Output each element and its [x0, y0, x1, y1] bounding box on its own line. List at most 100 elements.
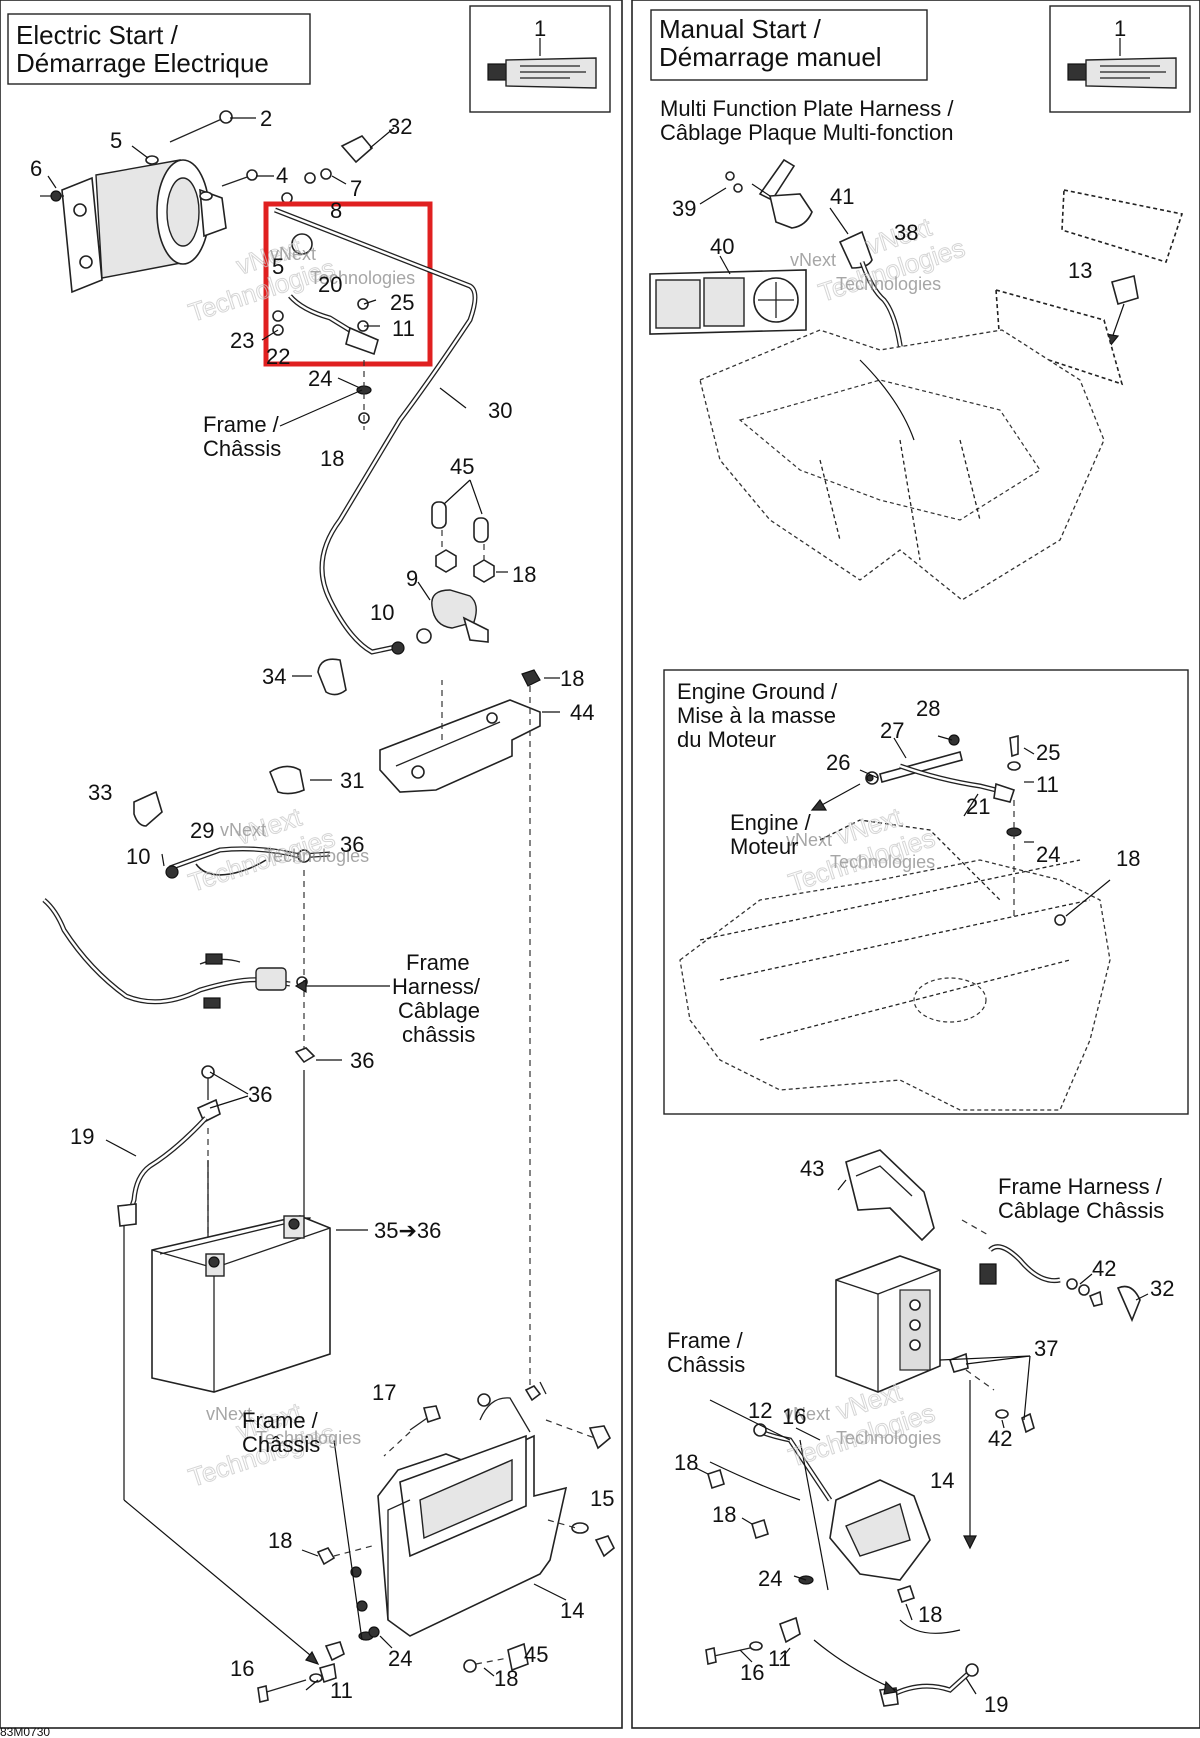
callout: 18: [918, 1602, 942, 1627]
terminal-boot-34: [317, 658, 347, 696]
frame-harness: [42, 870, 311, 1232]
callout: 25: [390, 290, 414, 315]
frame-harness-label: Câblage: [398, 998, 480, 1023]
callout: 32: [1150, 1276, 1174, 1301]
callout: 16: [782, 1404, 806, 1429]
right-panel-frame: [631, 0, 1200, 1729]
callout: 42: [1092, 1256, 1116, 1281]
callout: 31: [340, 768, 364, 793]
battery-strap-43: [845, 1149, 935, 1242]
frame-harness-rs-label: Frame Harness /: [998, 1174, 1163, 1199]
callout: 7: [350, 176, 362, 201]
frame-harness-label: Harness/: [392, 974, 481, 999]
callout: 25: [1036, 740, 1060, 765]
right-panel-title: Manual Start / Démarrage manuel: [650, 9, 928, 81]
callout: 14: [930, 1468, 954, 1493]
frame-harness-rs: [961, 1219, 1141, 1323]
callout: 27: [880, 718, 904, 743]
callout: 19: [70, 1124, 94, 1149]
callout: 36: [248, 1082, 272, 1107]
callout: 41: [830, 184, 854, 209]
callout: 29: [190, 818, 214, 843]
watermark-text: vNext: [784, 1404, 830, 1424]
engine-ground-label: Mise à la masse: [677, 703, 836, 728]
callout: 18: [512, 562, 536, 587]
callout: 16: [740, 1660, 764, 1685]
callout: 32: [388, 114, 412, 139]
callout: 30: [488, 398, 512, 423]
right-title-line1: Manual Start /: [659, 14, 822, 44]
right-annotations: Multi Function Plate Harness / Câblage P…: [660, 96, 1164, 1377]
terminal-boot-33: [133, 790, 163, 827]
mfp-harness-label: Multi Function Plate Harness /: [660, 96, 954, 121]
callout: 11: [768, 1646, 791, 1671]
callout: 18: [1116, 846, 1140, 871]
engine-ground-label: Engine Ground /: [677, 679, 838, 704]
frame-harness-label: Frame: [406, 950, 470, 975]
battery-cable-19: [117, 1065, 221, 1260]
vehicle-frame-top: [699, 189, 1184, 601]
right-callouts: 39 41 38 40 13 28 27 25 26 11 21 24 18 4…: [672, 184, 1174, 1717]
callout: 11: [392, 316, 415, 341]
right-title-line2: Démarrage manuel: [659, 42, 882, 72]
callout: 35➔36: [374, 1218, 441, 1243]
battery-tray-14: [377, 1381, 611, 1637]
battery-35: [151, 1215, 331, 1393]
engine-label: Moteur: [730, 834, 798, 859]
watermark-text: Technologies: [256, 1428, 361, 1448]
callout: 19: [984, 1692, 1008, 1717]
callout: 23: [230, 328, 254, 353]
callout: 18: [268, 1528, 292, 1553]
right-inset-number: 1: [1114, 16, 1126, 41]
frame-rs-label: Frame /: [667, 1328, 744, 1353]
frame-bolt-parts: [356, 360, 372, 430]
callout: 5: [110, 128, 122, 153]
watermark-text: vNext: [220, 820, 266, 840]
callout: 45: [524, 1642, 548, 1667]
callout: 18: [560, 666, 584, 691]
callout: 16: [230, 1656, 254, 1681]
nut-36: [294, 1047, 316, 1064]
callout: 18: [494, 1666, 518, 1691]
callout: 9: [406, 566, 418, 591]
watermark-text: vNext: [786, 830, 832, 850]
relay-13: [1105, 274, 1139, 348]
solenoid-bracket-44: [379, 669, 541, 1390]
callout: 11: [1036, 772, 1059, 797]
left-title-line1: Electric Start /: [16, 20, 179, 50]
battery-cables-rs: [899, 1352, 1035, 1634]
frame-label: Frame /: [203, 412, 280, 437]
callout: 44: [570, 700, 594, 725]
callout: 18: [674, 1450, 698, 1475]
frame-harness-label: châssis: [402, 1022, 475, 1047]
callout: 24: [388, 1646, 412, 1671]
callout: 36: [350, 1048, 374, 1073]
battery-tray-rs-14: [709, 1399, 931, 1591]
left-panel-frame: [0, 0, 623, 1729]
callout: 15: [590, 1486, 614, 1511]
starter-cable-30: [274, 207, 478, 655]
tray-fasteners-rs: [705, 1468, 979, 1707]
starter-solenoid: [391, 501, 495, 655]
callout: 37: [1034, 1336, 1058, 1361]
callout: 11: [330, 1678, 353, 1703]
highlight-box: [263, 201, 433, 367]
engine-ground-inset: [663, 669, 1189, 1115]
callout: 24: [758, 1566, 782, 1591]
bolt-17: [383, 1405, 442, 1457]
callout: 28: [916, 696, 940, 721]
callout: 17: [372, 1380, 396, 1405]
tray-fasteners: [123, 1226, 616, 1703]
left-callouts: 2 32 5 6 4 7 8 5 20 25 11 23 22 24 30 18…: [30, 106, 614, 1703]
engine-label: Engine /: [730, 810, 812, 835]
callout: 40: [710, 234, 734, 259]
callout: 18: [320, 446, 344, 471]
starter-bolts: [145, 110, 374, 204]
callout: 20: [318, 272, 342, 297]
right-inset-tube: 1: [1049, 5, 1191, 113]
callout: 24: [1036, 842, 1060, 867]
callout: 4: [276, 163, 288, 188]
callout: 42: [988, 1426, 1012, 1451]
callout: 5: [272, 254, 284, 279]
